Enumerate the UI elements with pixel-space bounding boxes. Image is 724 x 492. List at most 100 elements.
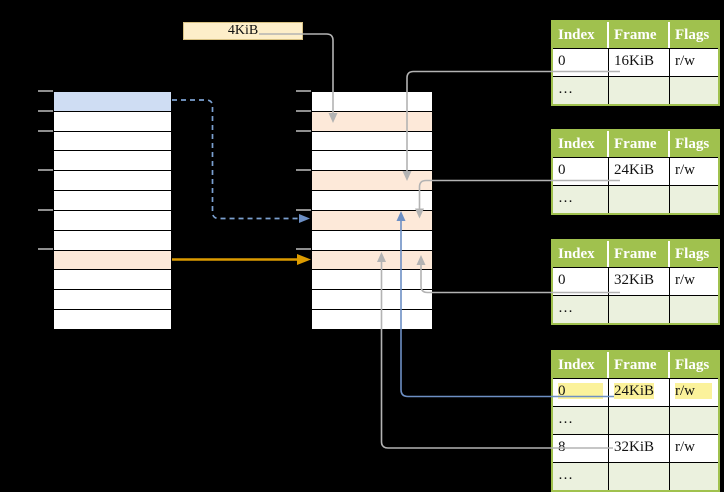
cell-value: 0 <box>558 162 566 178</box>
highlighted-value: 24KiB <box>614 383 655 399</box>
cell-value: r/w <box>675 162 695 178</box>
table-cell: … <box>553 186 609 213</box>
cell-value: r/w <box>675 272 695 288</box>
table-row: 0 24KiB r/w <box>553 378 718 406</box>
table-cell: … <box>553 463 609 490</box>
middle-memory-row-8 <box>312 250 432 271</box>
table-cell: … <box>553 77 609 104</box>
column-header-flags: Flags <box>675 136 710 152</box>
cell-value: 0 <box>558 53 566 69</box>
column-header-frame: Frame <box>609 22 670 48</box>
cell-value: 24KiB <box>614 162 655 178</box>
address-tick <box>38 109 53 112</box>
table-cell: 0 <box>553 49 609 76</box>
table-cell <box>609 186 670 213</box>
cell-value: 0 <box>558 272 566 288</box>
table-cell: 0 <box>553 158 609 185</box>
table-cell: 24KiB <box>609 379 670 406</box>
middle-memory-row-1 <box>312 111 432 132</box>
left-memory-row-7 <box>54 230 171 251</box>
table-cell <box>670 463 718 490</box>
table-row-ellipsis: … <box>553 406 718 434</box>
column-header-flags: Flags <box>675 27 710 43</box>
cell-value: … <box>558 411 573 427</box>
table-row-ellipsis: … <box>553 76 718 104</box>
table-row: 0 32KiB r/w <box>553 267 718 295</box>
table-cell: … <box>553 296 609 323</box>
column-header-frame: Frame <box>609 131 670 157</box>
table-cell <box>609 407 670 434</box>
table-row: 8 32KiB r/w <box>553 434 718 462</box>
address-tick <box>296 169 311 171</box>
table-cell: … <box>553 407 609 434</box>
middle-memory-row-9 <box>312 270 432 291</box>
middle-memory-row-11 <box>312 310 432 329</box>
address-tick <box>38 248 53 250</box>
table-cell: r/w <box>670 435 718 462</box>
left-memory-row-9 <box>54 270 171 291</box>
table-cell <box>670 296 718 323</box>
address-tick <box>296 129 311 132</box>
middle-memory-row-2 <box>312 131 432 152</box>
left-memory-row-2 <box>54 131 171 152</box>
cell-value: 32KiB <box>614 439 655 455</box>
table-cell <box>609 77 670 104</box>
table-row: 0 16KiB r/w <box>553 48 718 76</box>
middle-memory-row-10 <box>312 290 432 311</box>
connector-virtual-to-physical-dashed <box>172 99 299 220</box>
cell-value: r/w <box>675 439 695 455</box>
table-cell: r/w <box>670 379 718 406</box>
middle-memory-row-6 <box>312 210 432 231</box>
table-cell: 8 <box>553 435 609 462</box>
table-cell <box>670 186 718 213</box>
table-row: 0 24KiB r/w <box>553 157 718 185</box>
table-cell <box>670 407 718 434</box>
column-header-flags: Flags <box>675 246 710 262</box>
table-cell: 24KiB <box>609 158 670 185</box>
column-header-frame: Frame <box>609 241 670 267</box>
left-memory-row-5 <box>54 191 171 211</box>
table-row-ellipsis: … <box>553 295 718 323</box>
cell-value: … <box>558 467 573 483</box>
table-cell: r/w <box>670 268 718 295</box>
left-memory-row-8 <box>54 250 171 271</box>
address-tick <box>38 208 53 211</box>
cell-value: … <box>558 190 573 206</box>
left-memory-row-11 <box>54 310 171 329</box>
column-header-frame: Frame <box>609 352 670 378</box>
cell-value: 16KiB <box>614 53 655 69</box>
table-cell: 32KiB <box>609 268 670 295</box>
virtual-memory-column <box>53 91 172 330</box>
left-memory-row-10 <box>54 290 171 311</box>
arrowhead-right-icon <box>297 254 311 265</box>
table-cell <box>609 463 670 490</box>
table-row-ellipsis: … <box>553 462 718 490</box>
table-row-ellipsis: … <box>553 185 718 213</box>
left-memory-row-6 <box>54 210 171 231</box>
table-cell: r/w <box>670 49 718 76</box>
address-tick <box>296 109 311 112</box>
address-tick <box>38 90 53 92</box>
table-cell: 0 <box>553 268 609 295</box>
highlighted-value: 0 <box>558 383 603 399</box>
table-cell: r/w <box>670 158 718 185</box>
cell-value: r/w <box>675 53 695 69</box>
column-header-flags: Flags <box>675 357 710 373</box>
cell-value: 32KiB <box>614 272 655 288</box>
middle-memory-row-4 <box>312 171 432 192</box>
cell-value: 8 <box>558 439 566 455</box>
table-cell: 32KiB <box>609 435 670 462</box>
column-header-index: Index <box>553 241 609 267</box>
table-cell: 0 <box>553 379 609 406</box>
left-memory-row-1 <box>54 111 171 132</box>
physical-memory-column <box>311 91 433 330</box>
address-tick <box>296 90 311 92</box>
middle-memory-row-7 <box>312 230 432 251</box>
highlighted-value: r/w <box>675 383 712 399</box>
